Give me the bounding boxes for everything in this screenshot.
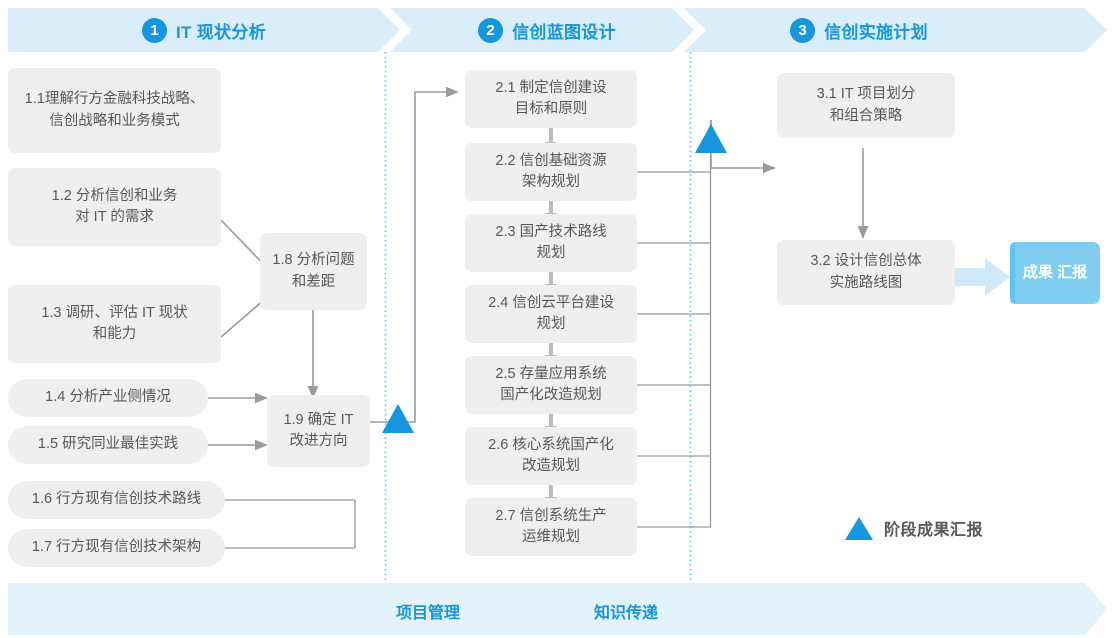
legend-label: 阶段成果汇报: [884, 522, 984, 539]
phase-header-1[interactable]: 1 IT 现状分析: [8, 8, 400, 52]
task-box-1-6[interactable]: 1.6 行方现有信创技术路线: [8, 481, 225, 519]
task-line: 2.3 国产技术路线: [495, 223, 607, 240]
task-box-2-3[interactable]: 2.3 国产技术路线 规划: [465, 214, 637, 272]
task-box-1-9[interactable]: 1.9 确定 IT 改进方向: [267, 395, 370, 467]
task-line: 2.6 核心系统国产化: [488, 436, 614, 453]
task-line: 规划: [536, 245, 566, 261]
task-box-2-5[interactable]: 2.5 存量应用系统 国产化改造规划: [465, 356, 637, 414]
task-line: 规划: [536, 316, 566, 332]
task-line: 1.1理解行方金融科技战略、: [24, 91, 205, 108]
task-line: 运维规划: [522, 529, 580, 545]
task-line: 3.2 设计信创总体: [810, 253, 922, 270]
result-line: 汇报: [1057, 263, 1088, 281]
task-box-2-7[interactable]: 2.7 信创系统生产 运维规划: [465, 498, 637, 556]
task-line: 1.6 行方现有信创技术路线: [31, 491, 202, 508]
phase-title-3: 信创实施计划: [824, 22, 928, 42]
task-line: 3.1 IT 项目划分: [816, 86, 916, 103]
milestone-triangle-phase1: [382, 404, 414, 433]
task-line: 架构规划: [522, 174, 580, 190]
task-box-1-2[interactable]: 1.2 分析信创和业务 对 IT 的需求: [8, 168, 221, 246]
task-line: 改造规划: [522, 458, 580, 474]
task-line: 改进方向: [289, 433, 348, 449]
result-report-box[interactable]: 成果 汇报: [1010, 242, 1100, 304]
task-line: 1.3 调研、评估 IT 现状: [41, 304, 188, 321]
legend: 阶段成果汇报: [845, 516, 983, 540]
result-line: 成果: [1022, 263, 1053, 281]
task-line: 对 IT 的需求: [75, 209, 154, 225]
task-line: 2.2 信创基础资源: [495, 152, 607, 169]
task-line: 信创战略和业务模式: [49, 112, 180, 129]
task-line: 2.1 制定信创建设: [495, 79, 607, 96]
task-box-1-7[interactable]: 1.7 行方现有信创技术架构: [8, 529, 225, 567]
task-line: 2.7 信创系统生产: [495, 507, 607, 524]
phase-number-3: 3: [790, 17, 816, 43]
connector-bus-to-3-1: [710, 120, 776, 174]
task-line: 1.2 分析信创和业务: [51, 187, 178, 204]
task-box-2-6[interactable]: 2.6 核心系统国产化 改造规划: [465, 427, 637, 485]
task-line: 1.8 分析问题: [272, 252, 355, 269]
task-line: 2.4 信创云平台建设: [488, 294, 614, 311]
task-box-2-2[interactable]: 2.2 信创基础资源 架构规划: [465, 143, 637, 201]
task-line: 2.5 存量应用系统: [495, 365, 607, 382]
task-line: 1.7 行方现有信创技术架构: [31, 539, 202, 556]
task-line: 实施路线图: [829, 274, 903, 291]
phase-header-3[interactable]: 3 信创实施计划: [694, 8, 1024, 52]
phase-title-1: IT 现状分析: [176, 22, 266, 42]
task-line: 和差距: [291, 273, 336, 290]
task-line: 国产化改造规划: [500, 387, 602, 403]
phase-number-2: 2: [478, 17, 504, 43]
footer-band: [8, 583, 1107, 635]
task-line: 1.4 分析产业侧情况: [45, 389, 171, 406]
triangle-icon: [845, 516, 873, 540]
task-line: 目标和原则: [514, 101, 588, 117]
task-line: 和能力: [92, 326, 137, 342]
footer-label-project-management[interactable]: 项目管理: [396, 605, 461, 622]
result-arrow: [952, 258, 1010, 296]
task-box-1-1[interactable]: 1.1理解行方金融科技战略、 信创战略和业务模式: [8, 68, 221, 153]
task-line: 1.5 研究同业最佳实践: [37, 436, 179, 453]
task-box-1-3[interactable]: 1.3 调研、评估 IT 现状 和能力: [8, 285, 221, 363]
phase-title-2: 信创蓝图设计: [512, 22, 616, 42]
connector-1-9-to-2-1: [370, 86, 459, 423]
task-box-1-5[interactable]: 1.5 研究同业最佳实践: [8, 426, 208, 464]
task-line: 1.9 确定 IT: [283, 411, 354, 428]
task-box-3-1[interactable]: 3.1 IT 项目划分 和组合策略: [777, 73, 955, 138]
task-box-3-2[interactable]: 3.2 设计信创总体 实施路线图: [777, 240, 955, 305]
task-box-1-4[interactable]: 1.4 分析产业侧情况: [8, 379, 208, 417]
task-box-1-8[interactable]: 1.8 分析问题 和差距: [260, 233, 367, 310]
phase-number-1: 1: [142, 17, 168, 43]
milestone-triangle-phase2: [695, 124, 727, 153]
task-line: 和组合策略: [829, 107, 903, 124]
footer-label-knowledge-transfer[interactable]: 知识传递: [594, 605, 659, 622]
phase-header-2[interactable]: 2 信创蓝图设计: [400, 8, 694, 52]
task-box-2-4[interactable]: 2.4 信创云平台建设 规划: [465, 285, 637, 343]
task-box-2-1[interactable]: 2.1 制定信创建设 目标和原则: [465, 70, 637, 128]
